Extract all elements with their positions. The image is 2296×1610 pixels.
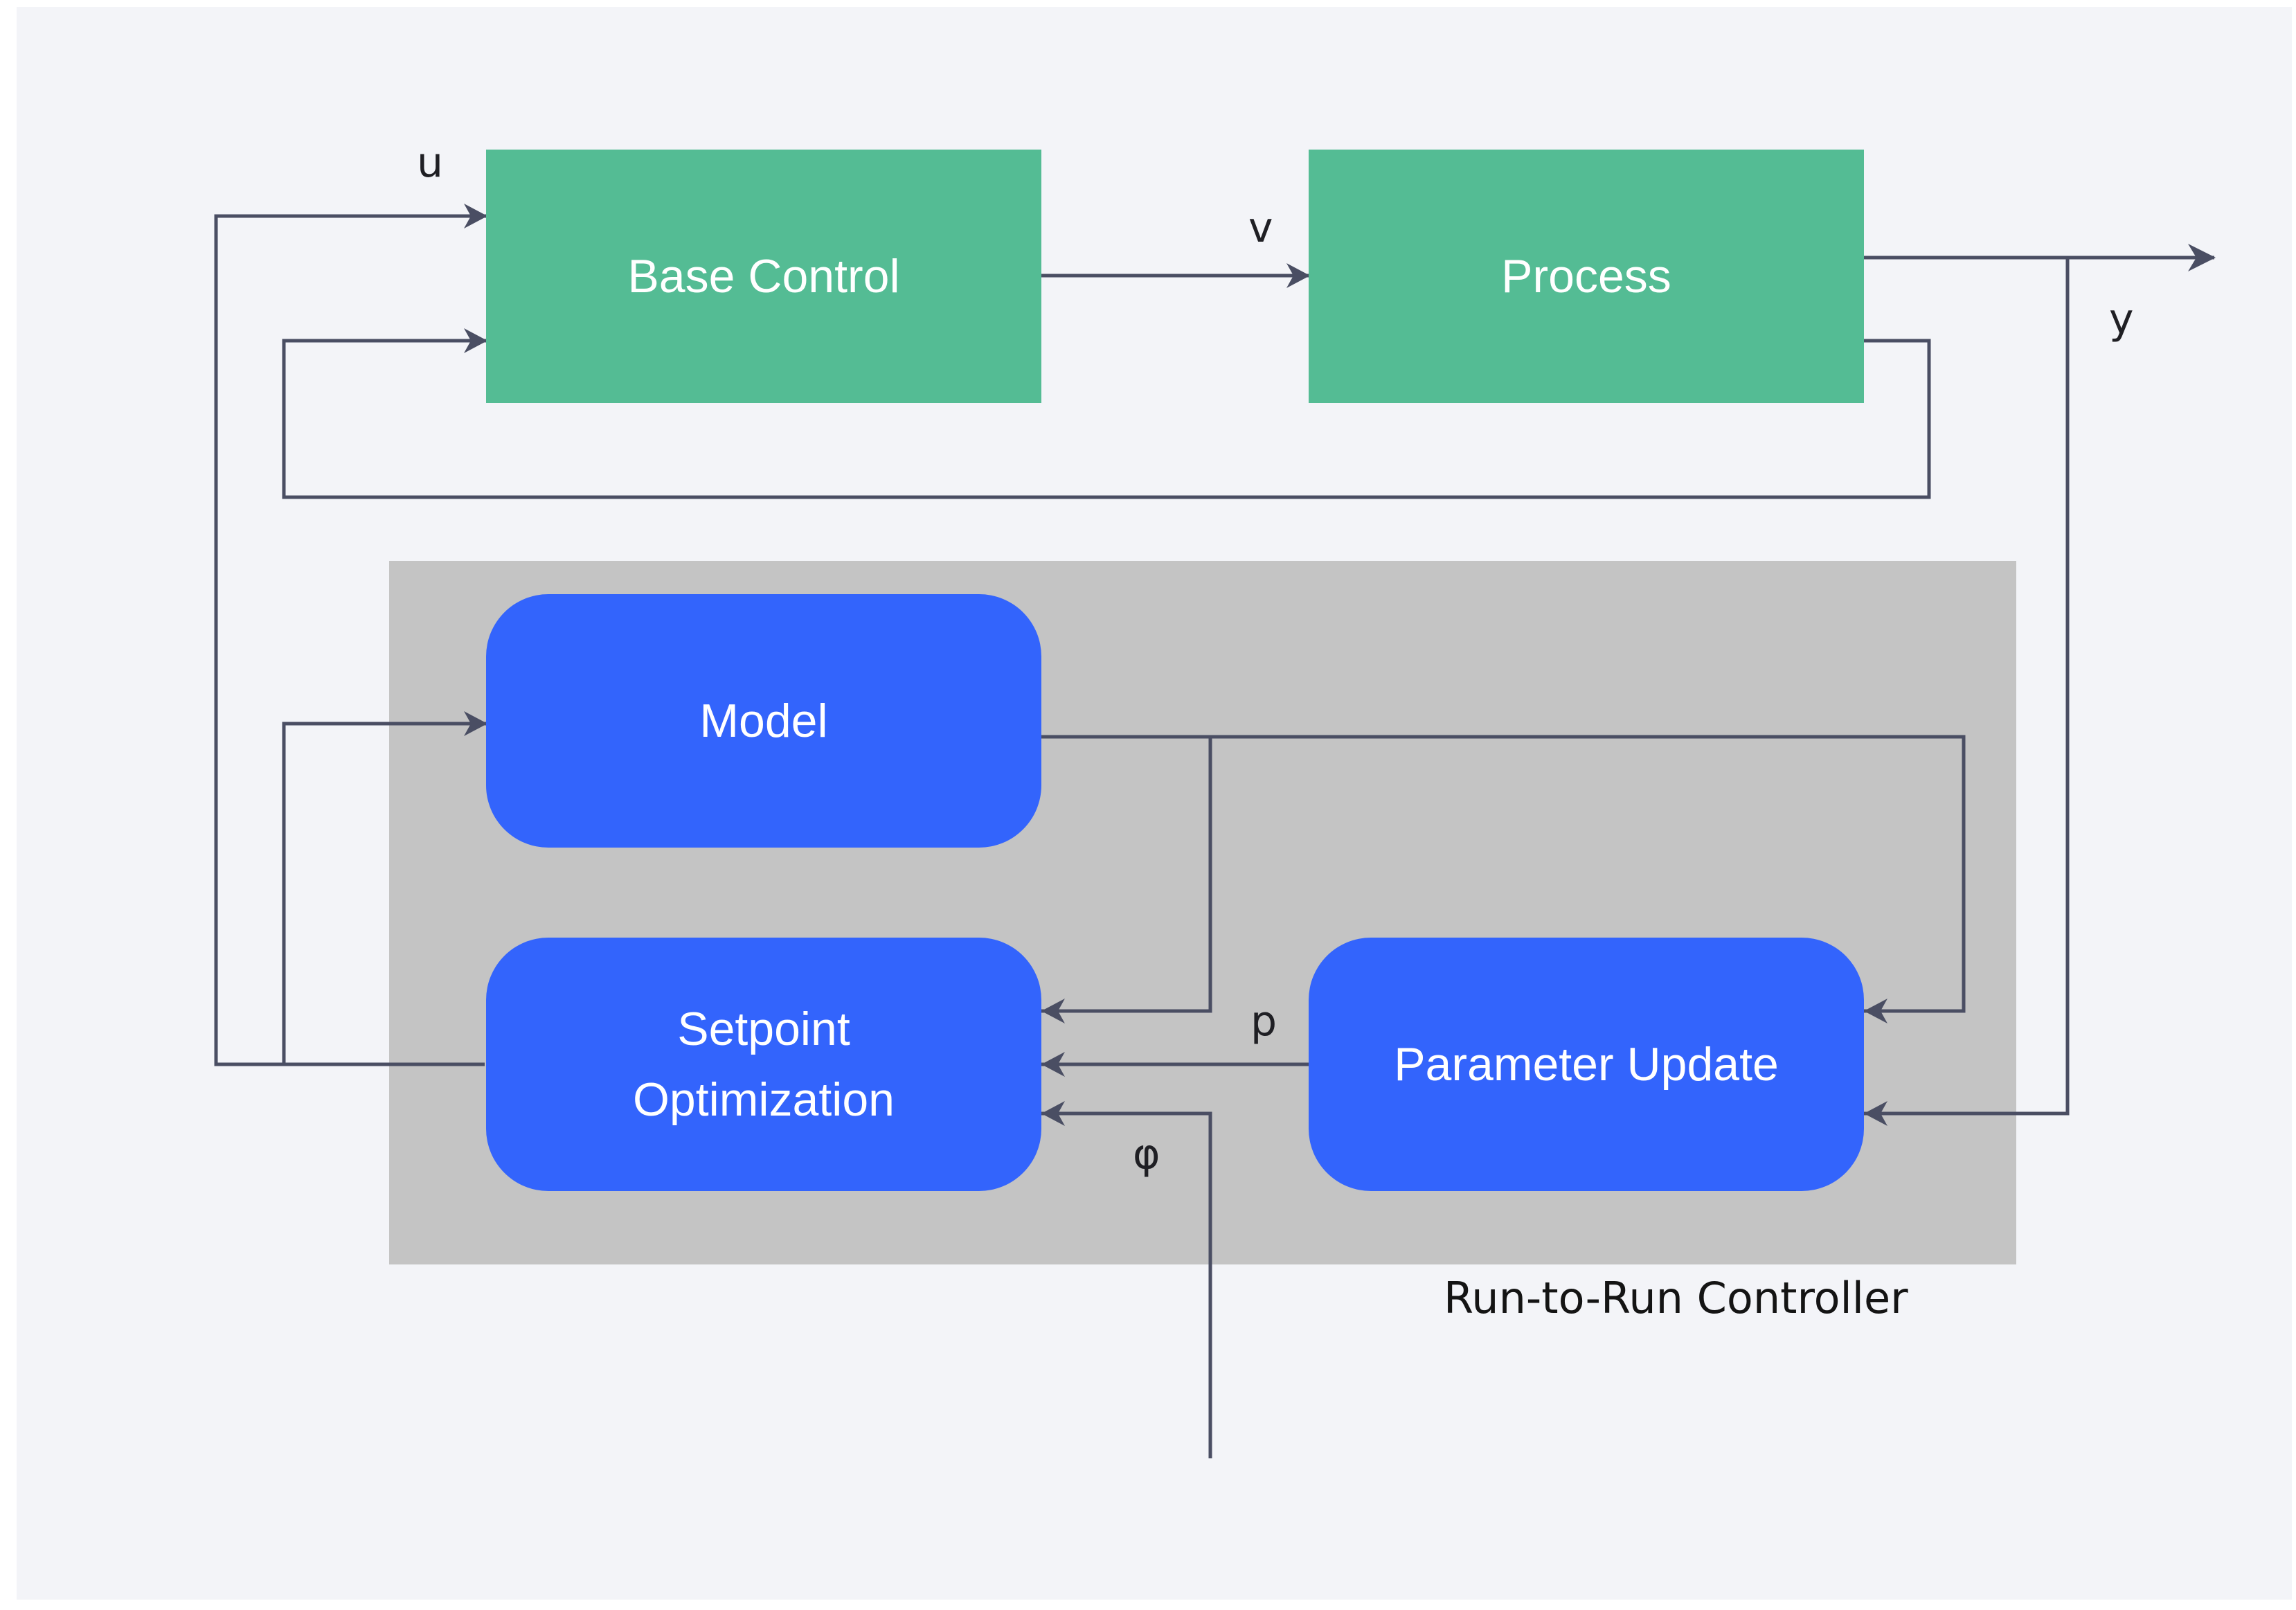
parameter-update-block: Parameter Update: [1309, 938, 1864, 1191]
arrowhead-model-to-setpoint: [1041, 999, 1065, 1023]
arrowhead-phi: [1041, 1101, 1065, 1126]
wire-phi-to-setpoint: [1041, 1111, 1212, 1458]
arrowhead-u: [464, 204, 487, 229]
arrowhead-p: [1041, 1052, 1065, 1077]
process-label: Process: [1501, 250, 1671, 303]
controller-group-label: Run-to-Run Controller: [1444, 1273, 1908, 1323]
signal-label-phi: φ: [1133, 1130, 1160, 1179]
arrowhead-v: [1286, 263, 1310, 288]
base-control-block: Base Control: [486, 150, 1041, 403]
model-label: Model: [699, 695, 828, 747]
arrowhead-y-to-parameter: [1864, 1101, 1887, 1126]
wire-u-setpoint-to-base: [214, 214, 486, 1066]
signal-label-p: p: [1250, 997, 1277, 1046]
signal-label-v: v: [1248, 204, 1273, 252]
arrowhead-y: [2188, 244, 2216, 271]
wire-setpoint-to-model: [282, 722, 486, 1064]
setpoint-optimization-label: Setpoint Optimization: [633, 1003, 895, 1126]
signal-label-u: u: [417, 138, 444, 187]
wire-process-feedback-to-base: [282, 339, 1931, 499]
parameter-update-label: Parameter Update: [1394, 1038, 1779, 1091]
signal-label-y: y: [2109, 295, 2134, 343]
arrowhead-model-to-parameter: [1864, 999, 1887, 1023]
arrowhead-model-in: [464, 711, 487, 736]
arrowhead-feedback: [464, 328, 487, 353]
setpoint-optimization-block: Setpoint Optimization: [486, 938, 1041, 1191]
base-control-label: Base Control: [627, 250, 900, 303]
wire-model-to-parameter-update: [1210, 735, 1966, 1013]
wire-model-to-setpoint: [1040, 735, 1212, 1013]
process-block: Process: [1309, 150, 1864, 403]
model-block: Model: [486, 594, 1041, 848]
wire-y-to-parameter-update: [1864, 258, 2070, 1116]
